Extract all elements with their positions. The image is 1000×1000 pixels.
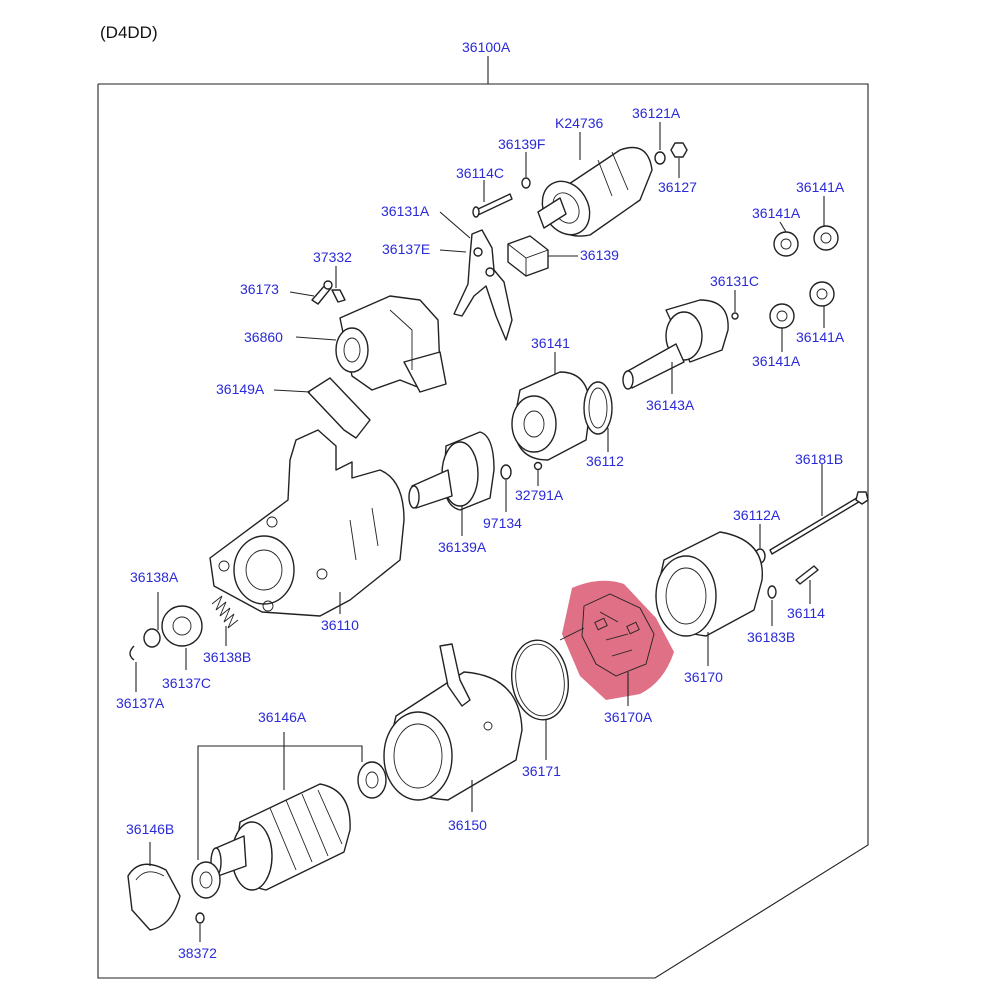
label-36139[interactable]: 36139 (580, 247, 619, 263)
through-bolt-36181B (769, 491, 869, 555)
washer-36183B (767, 585, 777, 599)
label-36146B[interactable]: 36146B (126, 821, 174, 837)
label-36112[interactable]: 36112 (586, 453, 624, 469)
label-36170A[interactable]: 36170A (604, 709, 653, 725)
planet-gear-3 (769, 303, 795, 329)
label-36149A[interactable]: 36149A (216, 381, 265, 397)
drive-lever-36137E (453, 229, 513, 341)
label-36114C[interactable]: 36114C (456, 165, 504, 181)
pin-36131C (731, 312, 739, 320)
label-36114[interactable]: 36114 (787, 605, 825, 621)
label-36860[interactable]: 36860 (244, 329, 283, 345)
bearing-rear-36146A (357, 761, 387, 799)
engine-code-title: (D4DD) (100, 23, 158, 42)
label-36100A[interactable]: 36100A (462, 39, 511, 55)
label-36137A[interactable]: 36137A (116, 695, 165, 711)
label-36141[interactable]: 36141 (531, 335, 570, 351)
label-36150[interactable]: 36150 (448, 817, 487, 833)
label-36131A[interactable]: 36131A (381, 203, 430, 219)
planet-shaft-36143A (622, 299, 729, 390)
planet-gear-2 (813, 225, 839, 251)
ball-32791A (533, 461, 543, 471)
o-ring-36171 (511, 639, 569, 721)
label-37332[interactable]: 37332 (313, 249, 352, 265)
internal-gear-36141 (511, 371, 591, 461)
pinion-gear-36137C (161, 605, 203, 647)
label-36181B[interactable]: 36181B (795, 451, 843, 467)
label-36141A-3[interactable]: 36141A (796, 329, 845, 345)
bracket-36149A (307, 377, 371, 439)
solenoid-switch-k24736 (537, 146, 653, 237)
label-36143A[interactable]: 36143A (646, 397, 695, 413)
stop-collar-36138A (143, 628, 161, 648)
brush-holder-36170A-highlighted[interactable] (559, 580, 674, 700)
label-36139A[interactable]: 36139A (438, 539, 487, 555)
assembly-frame (97, 56, 869, 979)
rear-cover-36170 (655, 531, 763, 637)
label-36171[interactable]: 36171 (522, 763, 561, 779)
nut-36121A (654, 151, 666, 165)
yoke-assembly-36150 (383, 643, 523, 801)
label-36138B[interactable]: 36138B (203, 649, 251, 665)
label-38372[interactable]: 38372 (178, 945, 217, 961)
label-36141A-1[interactable]: 36141A (752, 205, 801, 221)
nut-36127 (670, 142, 688, 158)
label-36110[interactable]: 36110 (321, 617, 359, 633)
label-36121A[interactable]: 36121A (632, 105, 681, 121)
washer-36112 (583, 381, 613, 435)
label-32791A[interactable]: 32791A (515, 487, 564, 503)
pinion-housing-36860 (335, 295, 447, 393)
bolt-36173 (311, 280, 333, 305)
label-36141A-2[interactable]: 36141A (796, 179, 845, 195)
label-36141A-4[interactable]: 36141A (752, 353, 801, 369)
plunger-36139 (507, 235, 549, 277)
label-36170[interactable]: 36170 (684, 669, 723, 685)
label-K24736[interactable]: K24736 (555, 115, 603, 131)
washer-38372 (195, 912, 205, 924)
bearing-front-36146A (191, 861, 221, 899)
armature-36146A (210, 783, 351, 891)
cover-36146B (127, 863, 181, 931)
washer-36139F (521, 177, 531, 189)
label-36137E[interactable]: 36137E (382, 241, 430, 257)
label-36139F[interactable]: 36139F (498, 136, 545, 152)
snap-ring-36137A (129, 645, 135, 661)
label-36173[interactable]: 36173 (240, 281, 279, 297)
screw-36114 (795, 565, 819, 585)
planet-gear-1 (773, 231, 799, 257)
label-36138A[interactable]: 36138A (130, 569, 179, 585)
washer-97134 (500, 464, 512, 480)
label-36137C[interactable]: 36137C (162, 675, 211, 691)
label-36112A[interactable]: 36112A (733, 507, 781, 523)
pinion-shaft-36139A (408, 431, 495, 511)
label-36131C[interactable]: 36131C (710, 273, 759, 289)
front-housing-36110 (209, 429, 405, 617)
label-36183B[interactable]: 36183B (747, 629, 795, 645)
label-36146A[interactable]: 36146A (258, 709, 307, 725)
screw-36114C (472, 193, 513, 218)
planet-gear-4 (809, 281, 835, 307)
label-97134[interactable]: 97134 (483, 515, 522, 531)
bolt-37332 (331, 289, 346, 303)
spring-36138B (211, 595, 239, 629)
label-36127[interactable]: 36127 (658, 179, 697, 195)
